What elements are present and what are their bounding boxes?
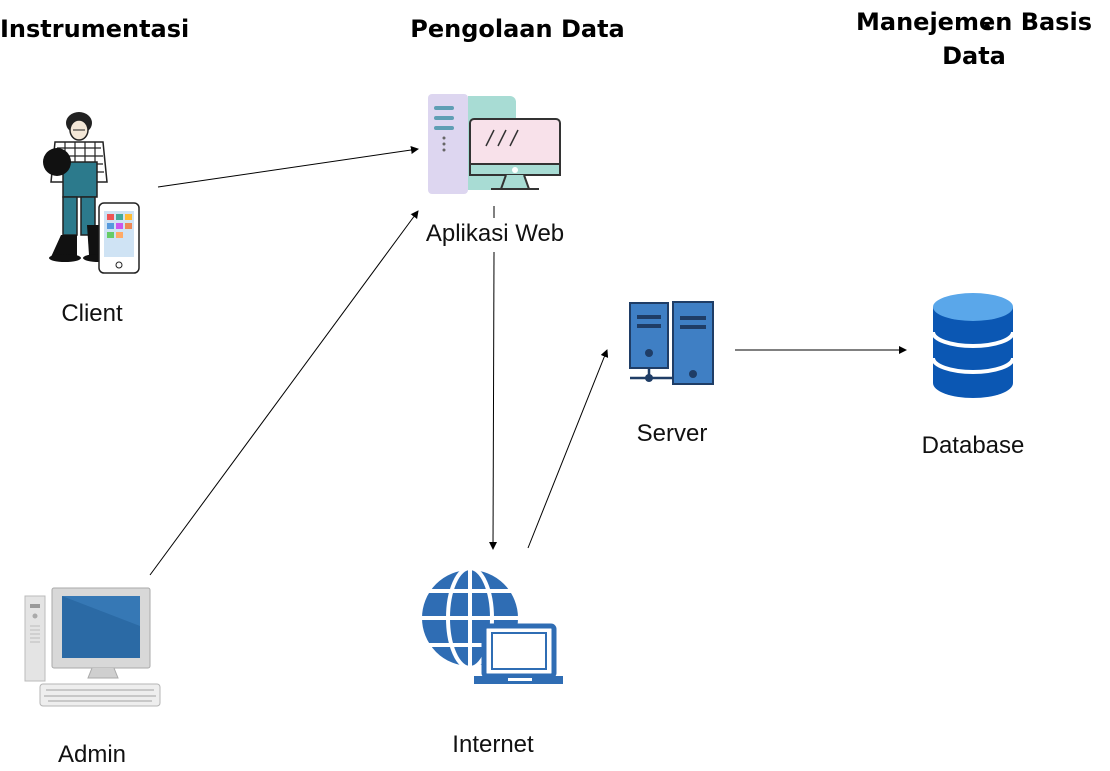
- heading-manajemen-basis-data: Manejemen Basis Data: [850, 5, 1098, 73]
- heading-instrumentasi: Instrumentasi: [0, 15, 190, 43]
- heading-dot: [984, 24, 990, 30]
- client-label: Client: [61, 300, 123, 327]
- arrow-admin-to-webapp: [149, 210, 419, 576]
- server-icon: [629, 301, 714, 385]
- server-label: Server: [636, 420, 708, 447]
- arrow-client-to-webapp: [157, 146, 419, 188]
- admin-desktop-computer-icon: [24, 587, 161, 707]
- database-label: Database: [921, 432, 1025, 459]
- database-icon: [931, 293, 1015, 398]
- arrow-internet-to-server: [527, 349, 609, 549]
- heading-manajemen-line1: Manejemen Basis: [856, 8, 1092, 36]
- web-application-label: Aplikasi Web: [425, 220, 565, 247]
- client-person-phone-icon: [43, 112, 140, 274]
- admin-label: Admin: [57, 741, 127, 768]
- internet-globe-laptop-icon: [418, 566, 563, 684]
- heading-pengolaan-data: Pengolaan Data: [410, 15, 625, 43]
- arrow-webapp-to-internet: [489, 251, 498, 550]
- heading-manajemen-line2: Data: [942, 42, 1006, 70]
- web-application-icon: [428, 94, 561, 194]
- internet-label: Internet: [452, 731, 534, 758]
